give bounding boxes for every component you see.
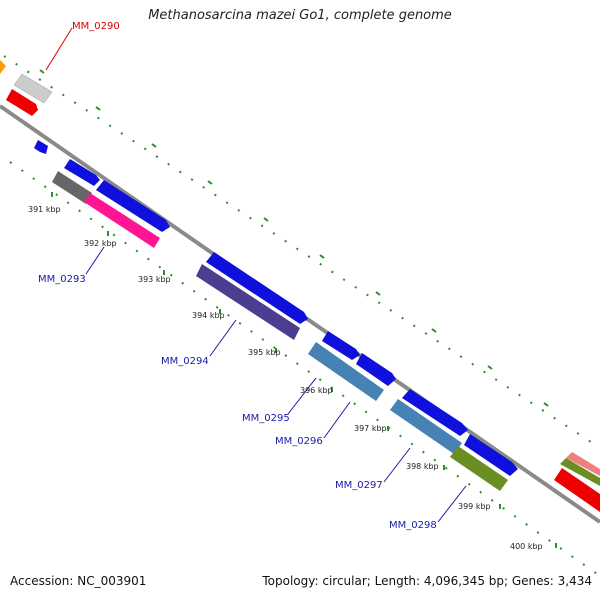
- gene-mm-0298[interactable]: [450, 446, 508, 491]
- gene-gray-dark[interactable]: [52, 171, 92, 204]
- genome-summary: Topology: circular; Length: 4,096,345 bp…: [262, 574, 592, 588]
- tick-label-393: 393 kbp: [138, 275, 171, 284]
- label-leaders: [45, 27, 467, 523]
- gene-red-forward[interactable]: [6, 89, 38, 116]
- gene-mm-0297[interactable]: [390, 399, 462, 454]
- gene-orange-partial[interactable]: [0, 60, 6, 74]
- tick-label-397: 397 kbp: [354, 424, 387, 433]
- tick-label-395: 395 kbp: [248, 348, 281, 357]
- gene-olive-end[interactable]: [560, 458, 600, 486]
- accession-label: Accession: NC_003901: [10, 574, 147, 588]
- gene-label-mm-0295[interactable]: MM_0295: [242, 413, 290, 424]
- gene-label-mm-0297[interactable]: MM_0297: [335, 480, 383, 491]
- map-title: Methanosarcina mazei Go1, complete genom…: [148, 8, 452, 23]
- tick-label-392: 392 kbp: [84, 239, 117, 248]
- tick-label-394: 394 kbp: [192, 311, 225, 320]
- gene-mm-0290[interactable]: [13, 73, 53, 104]
- gene-labels: MM_0290 MM_0293 MM_0294 MM_0295 MM_0296 …: [38, 21, 437, 531]
- gene-blue-b[interactable]: [96, 180, 170, 232]
- gene-blue-e[interactable]: [356, 353, 396, 386]
- reverse-strand-genes: [52, 171, 600, 512]
- tick-label-400: 400 kbp: [510, 542, 543, 551]
- gene-blue-f[interactable]: [402, 389, 468, 436]
- tick-label-399: 399 kbp: [458, 502, 491, 511]
- gene-label-mm-0290[interactable]: MM_0290: [72, 21, 120, 32]
- inner-tick-ring: [9, 161, 600, 577]
- tick-label-396: 396 kbp: [300, 386, 333, 395]
- gene-label-mm-0293[interactable]: MM_0293: [38, 274, 86, 285]
- forward-strand-genes: [0, 60, 600, 486]
- gene-blue-a[interactable]: [64, 159, 100, 186]
- gene-blue-g[interactable]: [464, 434, 518, 476]
- tick-label-398: 398 kbp: [406, 462, 439, 471]
- gene-pink[interactable]: [84, 193, 160, 248]
- gene-mm-0296[interactable]: [308, 342, 384, 401]
- gene-blue-small[interactable]: [34, 140, 48, 154]
- gene-label-mm-0296[interactable]: MM_0296: [275, 436, 323, 447]
- gene-label-mm-0298[interactable]: MM_0298: [389, 520, 437, 531]
- gene-blue-c[interactable]: [206, 252, 308, 324]
- gene-mm-0294[interactable]: [196, 264, 300, 340]
- outer-tick-ring: [3, 55, 600, 449]
- tick-labels: 391 kbp 392 kbp 393 kbp 394 kbp 395 kbp …: [28, 205, 543, 551]
- tick-label-391: 391 kbp: [28, 205, 61, 214]
- gene-red-end[interactable]: [554, 468, 600, 512]
- gene-blue-d[interactable]: [322, 331, 360, 360]
- gene-pink-light[interactable]: [566, 452, 600, 476]
- gene-label-mm-0294[interactable]: MM_0294: [161, 356, 209, 367]
